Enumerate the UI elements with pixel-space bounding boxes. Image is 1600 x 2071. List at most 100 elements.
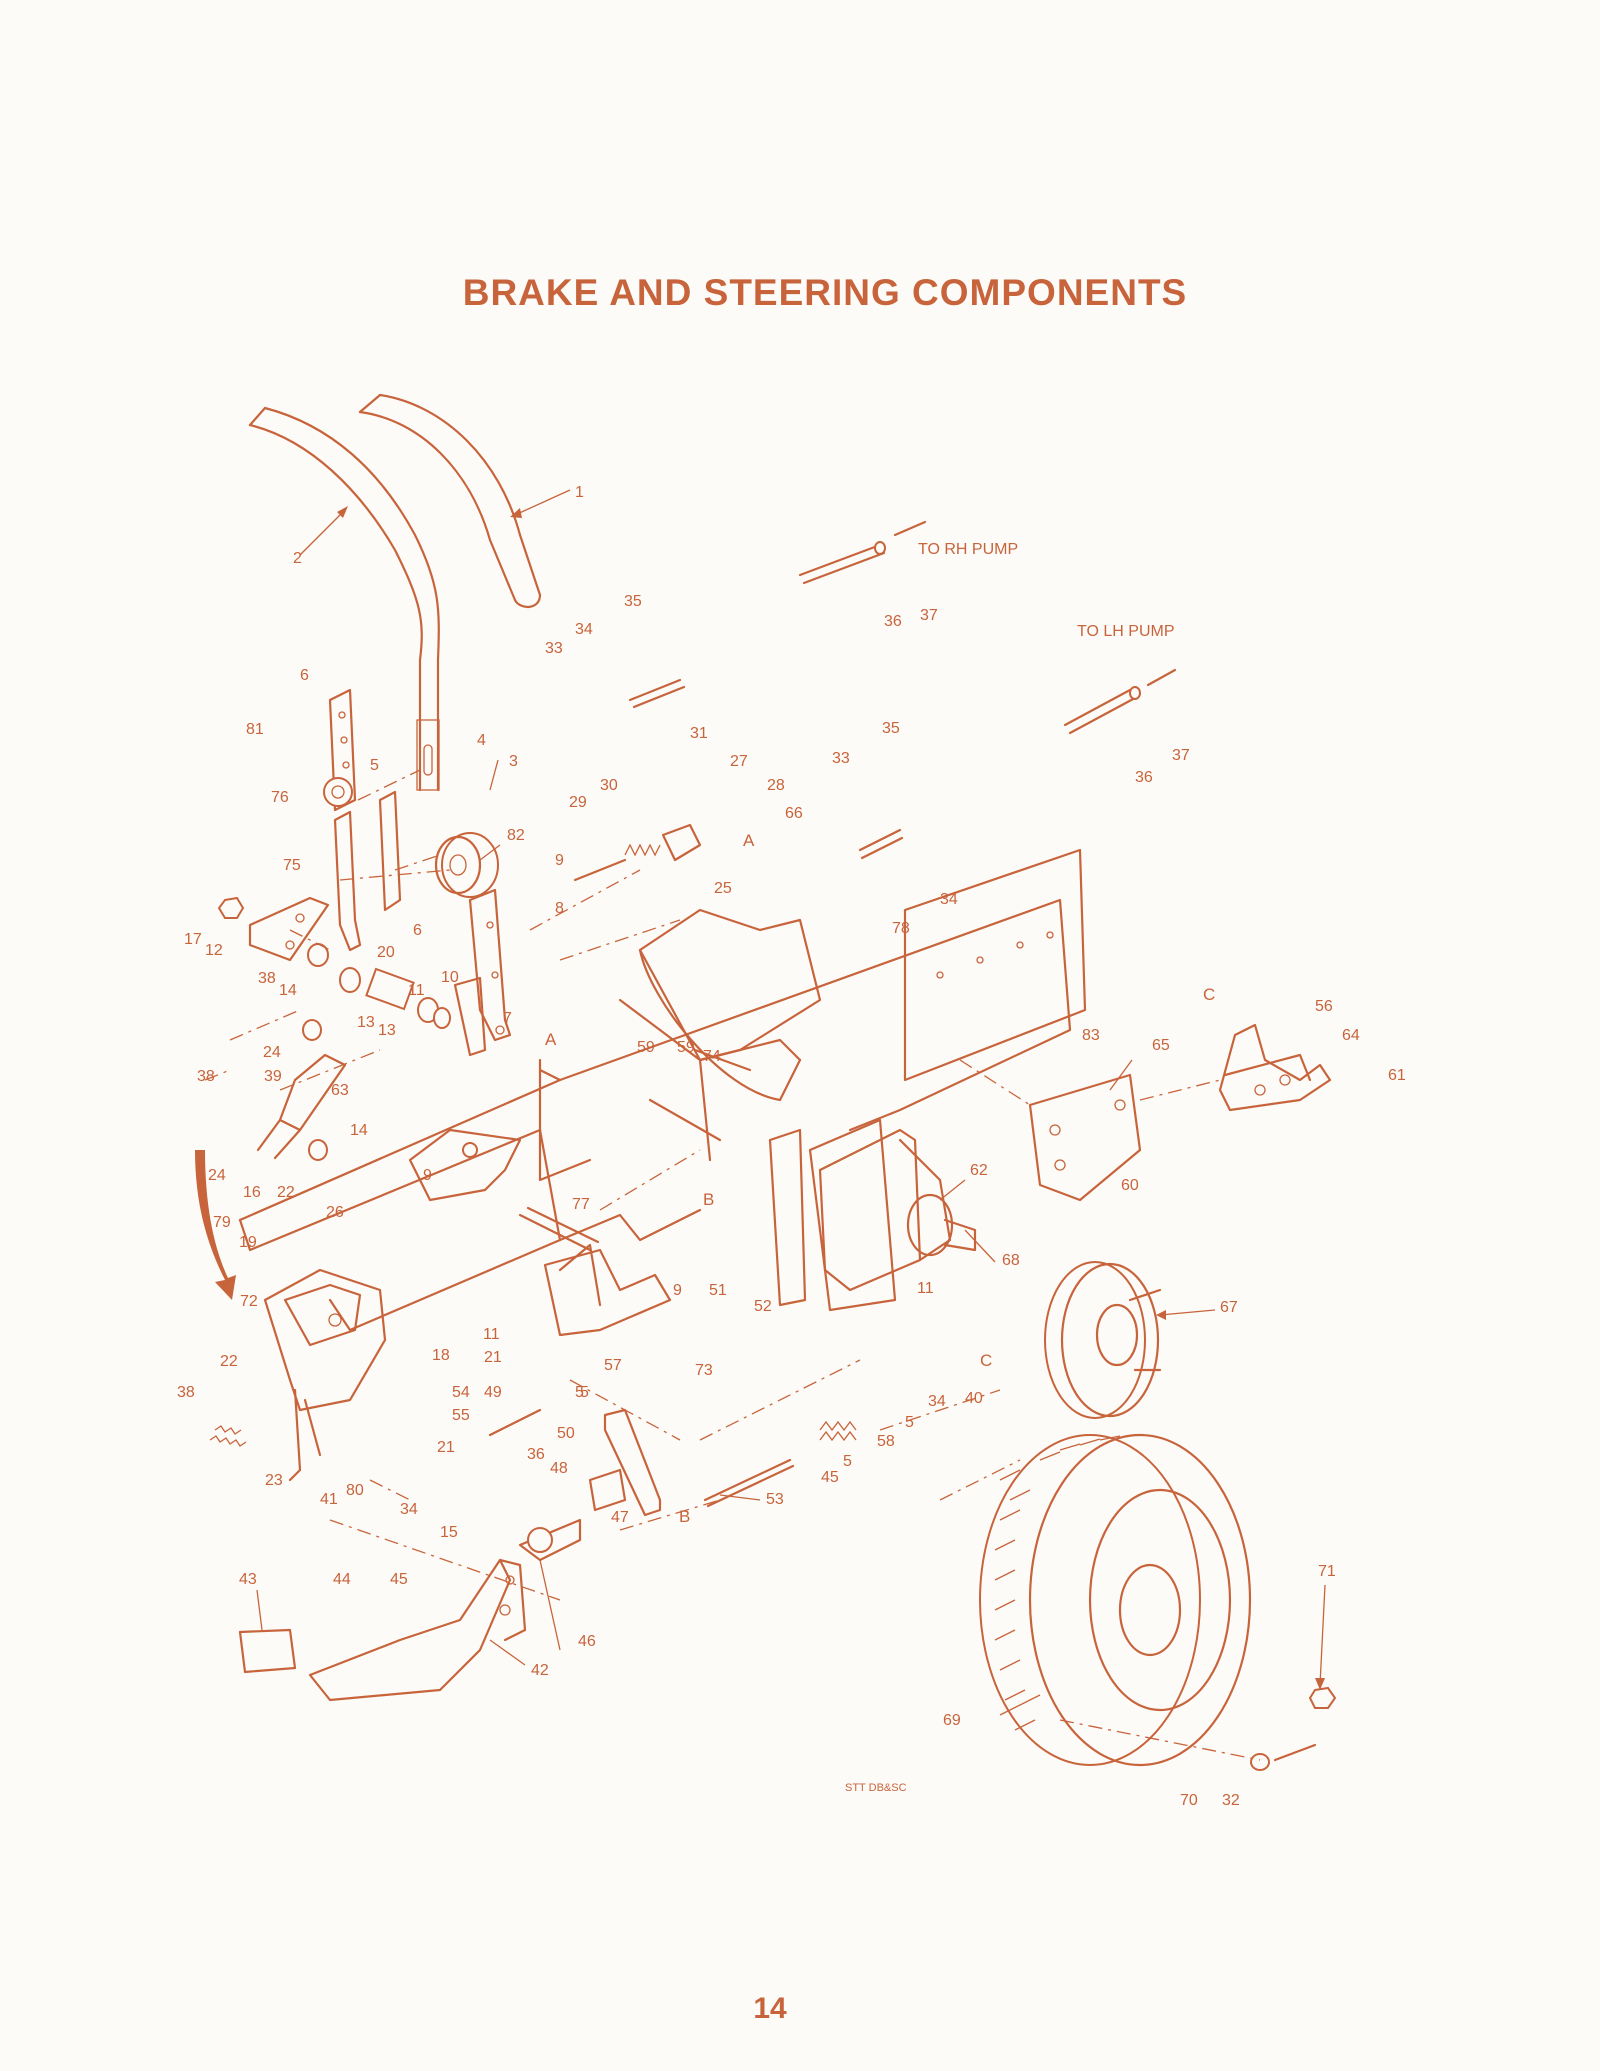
callout-6a: 6 [300,667,309,684]
callout-37a: 37 [920,607,938,624]
callout-46: 46 [578,1633,596,1650]
callout-13a: 13 [357,1014,375,1031]
callout-49: 49 [484,1384,502,1401]
callout-37b: 37 [1172,747,1190,764]
tire-69 [979,1433,1252,1767]
plate-9 [408,1128,522,1202]
spacer-82 [434,832,499,898]
callout-76: 76 [271,789,289,806]
nut-17 [217,896,245,919]
callout-56: 56 [1315,998,1333,1015]
rod-35a [628,678,686,709]
callout-67: 67 [1220,1299,1238,1316]
motor-62 [818,1128,977,1292]
bracket-7 [453,888,512,1057]
callout-22a: 22 [220,1353,238,1370]
callout-36b: 36 [1135,769,1153,786]
rod-53 [703,1458,795,1508]
callout-10: 10 [441,969,459,986]
plate-65 [1028,1073,1142,1202]
callout-3: 3 [509,753,518,770]
callout-62: 62 [970,1162,988,1179]
brake-disc-67 [1044,1261,1162,1419]
callout-38b: 38 [258,970,276,987]
callout-4: 4 [477,732,486,749]
callout-20: 20 [377,944,395,961]
callout-68: 68 [1002,1252,1020,1269]
callout-82: 82 [507,827,525,844]
callout-45a: 45 [390,1571,408,1588]
callout-11a: 11 [408,982,425,999]
rods [518,1048,752,1252]
callout-70: 70 [1180,1792,1198,1809]
callout-9c: 9 [673,1282,682,1299]
callout-45b: 45 [821,1469,839,1486]
callout-77: 77 [572,1196,590,1213]
callout-14b: 14 [350,1122,368,1139]
callout-81: 81 [246,721,264,738]
callout-64: 64 [1342,1027,1360,1044]
callout-80: 80 [346,1482,364,1499]
callout-47: 47 [611,1509,629,1526]
callout-7: 7 [503,1010,512,1027]
ref-c-upper: C [1203,985,1215,1004]
callout-75: 75 [283,857,301,874]
caliper-64 [1218,1023,1332,1112]
handle-2 [248,406,440,792]
callout-83: 83 [1082,1027,1100,1044]
callout-39: 39 [264,1068,282,1085]
callout-66: 66 [785,805,803,822]
callout-34c: 34 [928,1393,946,1410]
callout-24a: 24 [263,1044,281,1061]
alignment-lines [204,769,1261,1761]
ref-a-upper: A [743,831,755,850]
callout-24b: 24 [208,1167,226,1184]
callout-54: 54 [452,1384,470,1401]
callout-73: 73 [695,1362,713,1379]
callout-8: 8 [555,900,564,917]
pedal-pad-43 [238,1628,297,1674]
callout-38c: 38 [177,1384,195,1401]
callout-33b: 33 [832,750,850,767]
callout-38a: 38 [197,1068,215,1085]
link-46 [518,1518,582,1562]
callout-34d: 34 [400,1501,418,1518]
callout-9b: 9 [423,1167,432,1184]
callout-labels: 1 2 3 4 5 6 6 7 8 9 9 9 10 11 11 11 12 1… [177,484,1406,1809]
handle-1 [358,393,542,608]
callout-29: 29 [569,794,587,811]
callout-19: 19 [239,1234,257,1251]
callout-55: 55 [452,1407,470,1424]
callout-5b: 5 [575,1384,584,1401]
gas-spring-39 [256,1053,347,1160]
callout-1: 1 [575,484,584,501]
spring-30 [573,823,702,882]
callout-52: 52 [754,1298,772,1315]
callout-72: 72 [240,1293,258,1310]
spring-58 [819,1420,857,1442]
callout-78: 78 [892,920,910,937]
callout-69: 69 [943,1712,961,1729]
callout-63: 63 [331,1082,349,1099]
ref-b-upper: B [703,1190,714,1209]
callout-44: 44 [333,1571,351,1588]
callout-61: 61 [1388,1067,1406,1084]
callout-30: 30 [600,777,618,794]
leader-arrows [256,489,1326,1716]
callout-35b: 35 [882,720,900,737]
callout-23: 23 [265,1472,283,1489]
arm-75 [333,810,362,952]
note-rh-pump: TO RH PUMP [918,541,1018,558]
callout-31: 31 [690,725,708,742]
steering-pivot [263,1268,387,1482]
callout-60: 60 [1121,1177,1139,1194]
callout-59a: 59 [637,1039,655,1056]
callout-22b: 22 [277,1184,295,1201]
assembly-arrow [195,1150,236,1300]
callout-34a: 34 [575,621,593,638]
bracket-12 [248,896,330,962]
callout-2: 2 [293,550,302,567]
callout-21b: 21 [437,1439,455,1456]
callout-53: 53 [766,1491,784,1508]
